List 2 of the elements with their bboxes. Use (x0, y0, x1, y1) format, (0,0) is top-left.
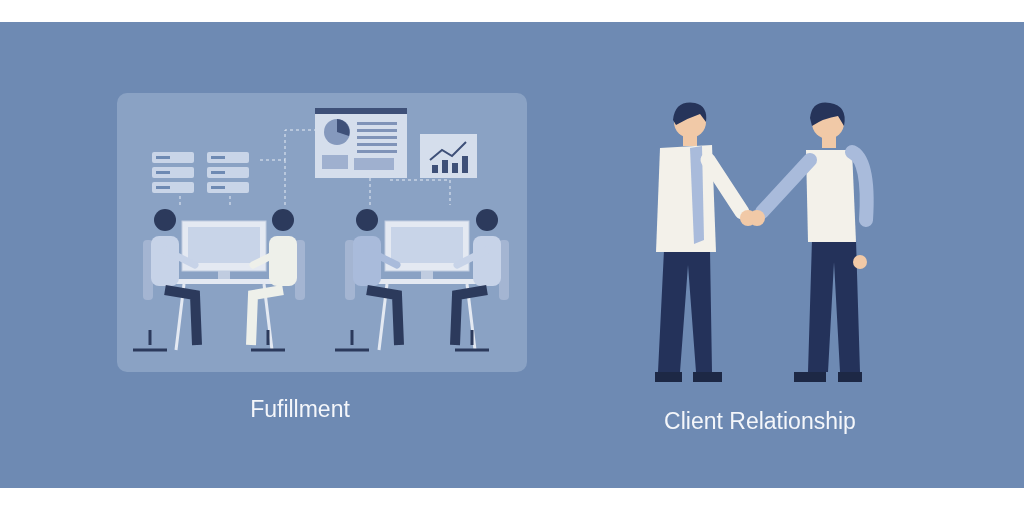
caption-label: Fufillment (250, 396, 350, 423)
caption-label: Client Relationship (664, 408, 856, 435)
